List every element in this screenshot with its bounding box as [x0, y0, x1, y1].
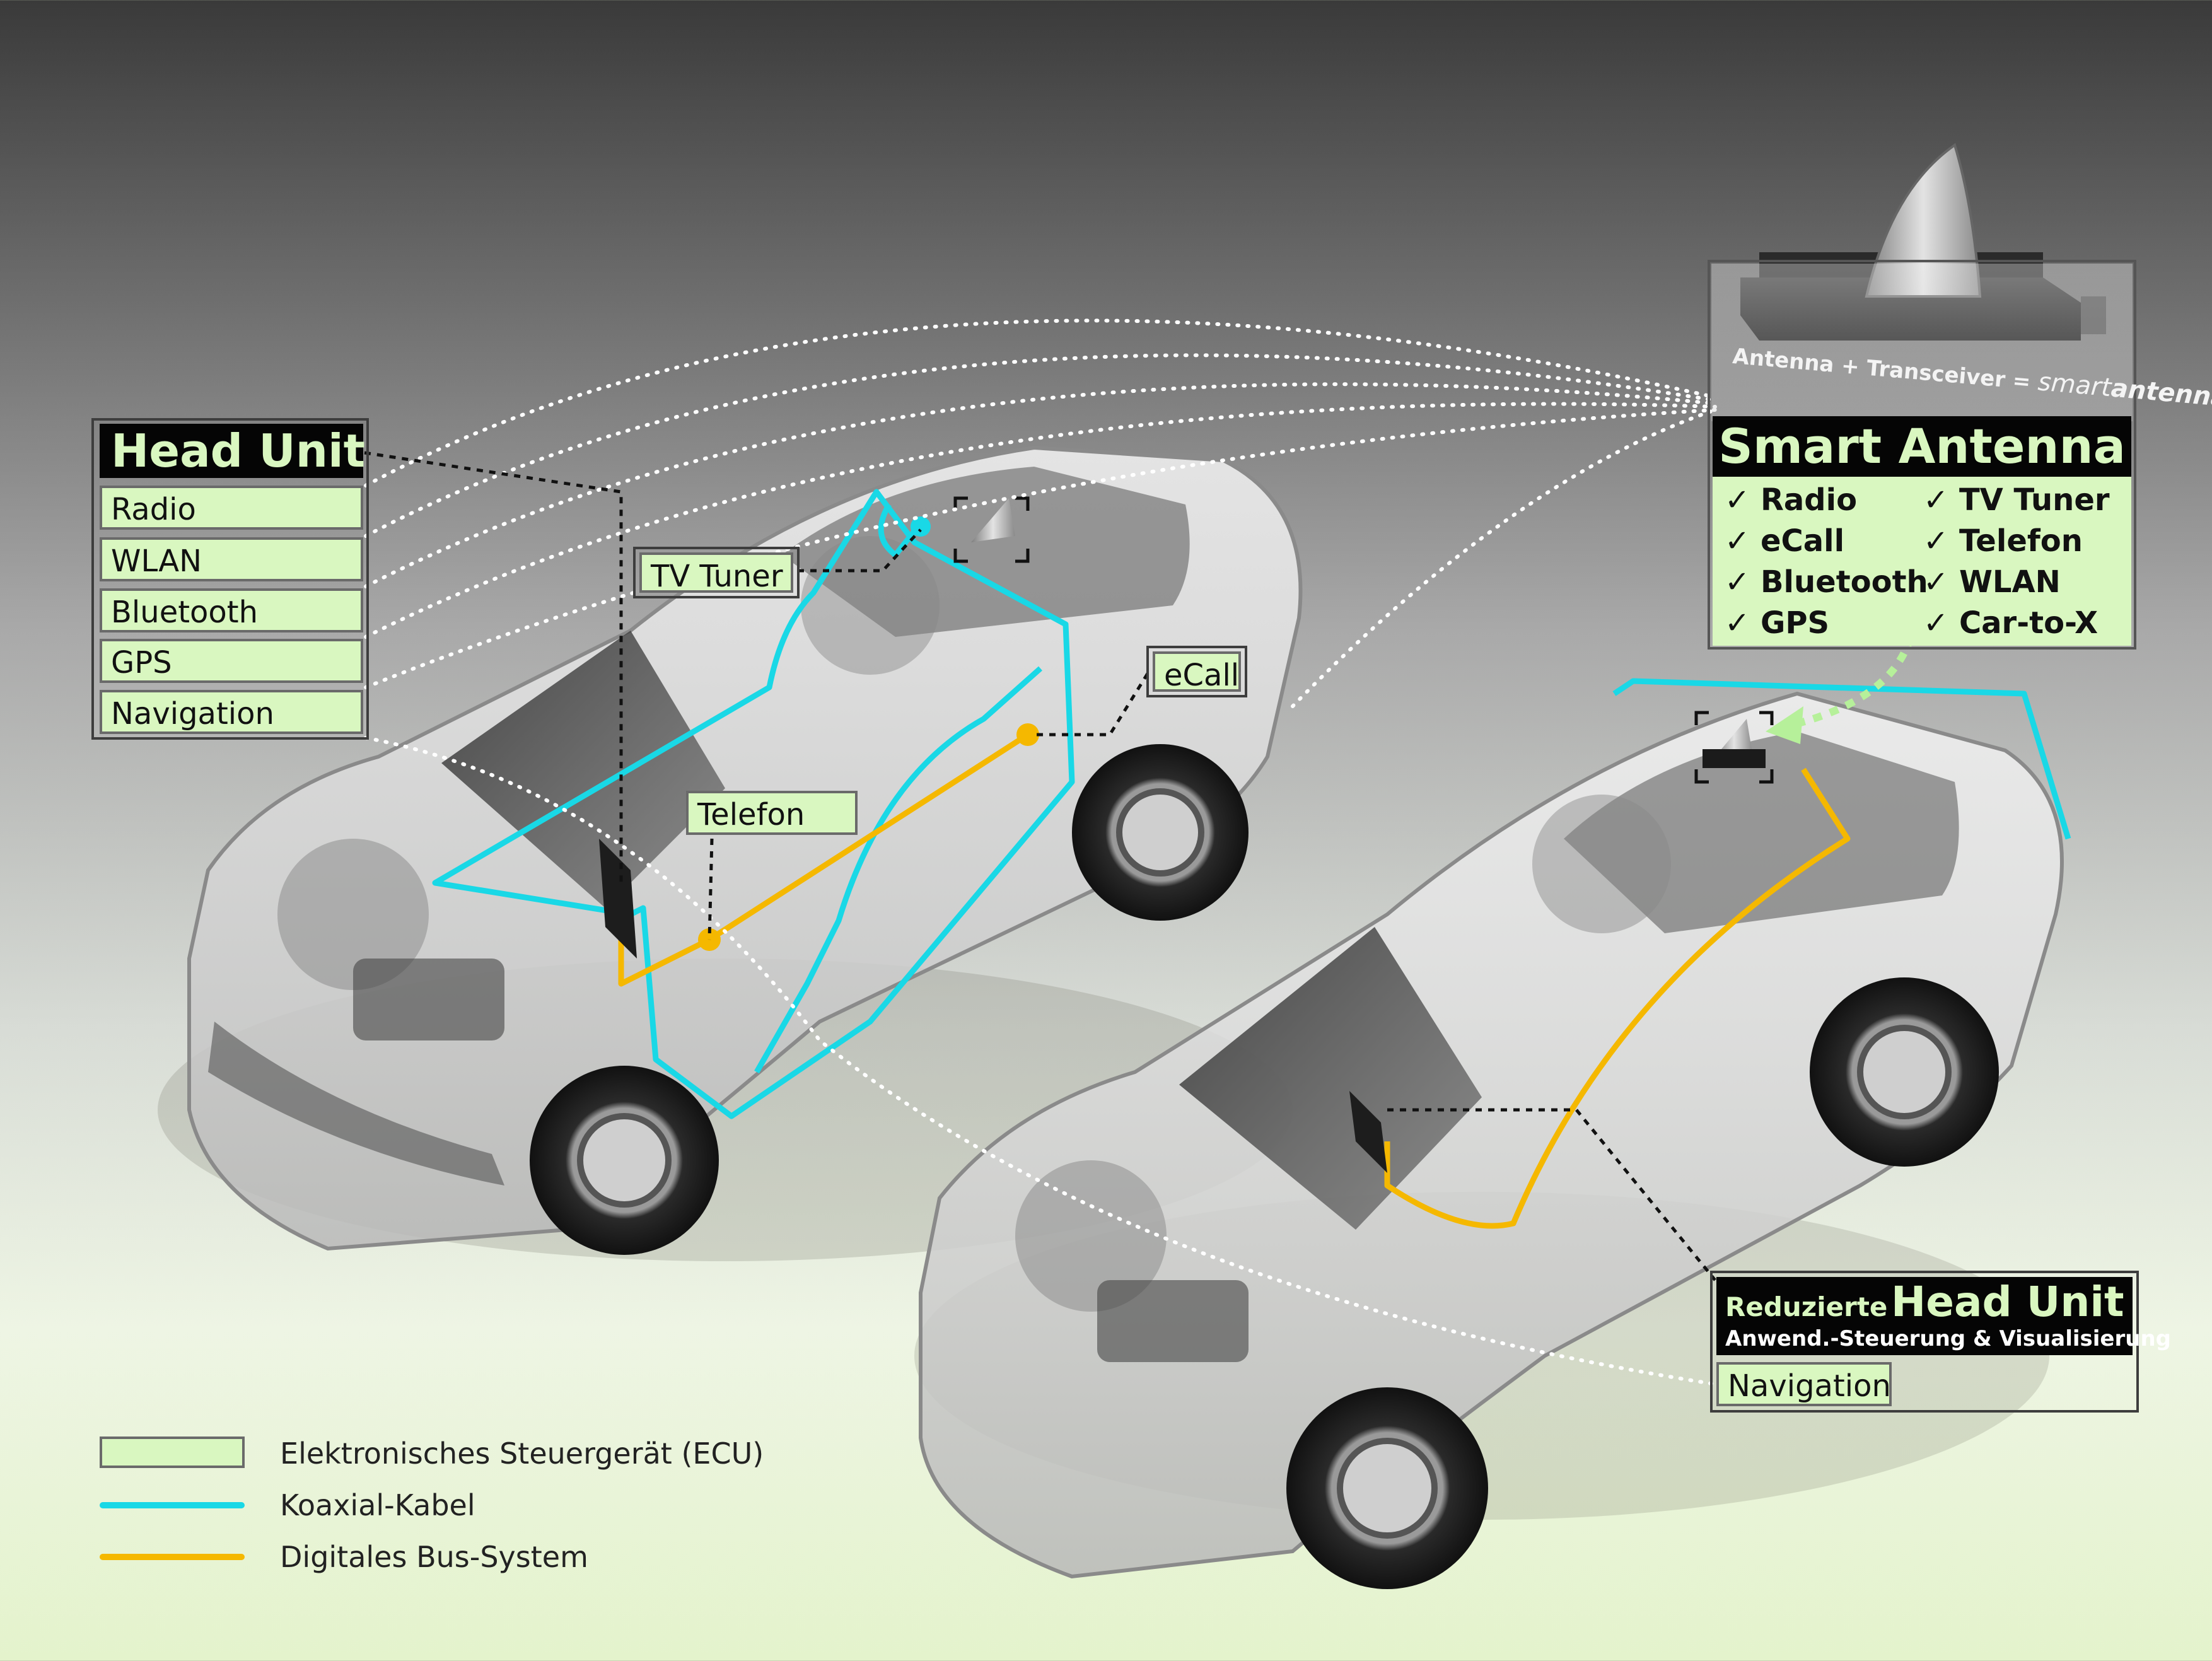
head-unit-item-navigation: Navigation — [100, 690, 363, 734]
check-icon: ✓ — [1923, 605, 1949, 641]
reduced-head-unit-item-navigation: Navigation — [1716, 1362, 1892, 1406]
ecall-label: eCall — [1153, 651, 1241, 692]
coax-cable-routing — [432, 489, 2071, 1119]
sa-feature-radio: ✓ Radio — [1725, 482, 1858, 518]
sa-feature-tv-tuner: ✓ TV Tuner — [1923, 482, 2110, 518]
reduced-head-unit-prefix: Reduzierte — [1725, 1291, 1888, 1322]
sa-feature-car-to-x: ✓ Car-to-X — [1923, 605, 2098, 641]
smart-antenna-features — [1713, 477, 2131, 646]
tv-tuner-label: TV Tuner — [639, 552, 793, 593]
head-unit-item-gps: GPS — [100, 639, 363, 683]
smart-antenna-pointer — [1790, 636, 1914, 729]
check-icon: ✓ — [1725, 523, 1750, 559]
check-icon: ✓ — [1923, 482, 1949, 518]
smart-antenna-picture-panel — [1711, 264, 2133, 421]
telefon-label: Telefon — [686, 791, 858, 835]
legend-coax-label: Koaxial-Kabel — [280, 1488, 475, 1522]
head-unit-frame — [91, 418, 369, 740]
car-left — [187, 445, 1303, 1255]
legend: Elektronisches Steuergerät (ECU) Koaxial… — [95, 1425, 851, 1583]
reduced-head-unit-title: Head Unit — [1890, 1278, 2124, 1326]
reduced-head-unit-header: Reduzierte Head Unit Anwend.-Steuerung &… — [1716, 1277, 2171, 1355]
sa-feature-wlan: ✓ WLAN — [1923, 564, 2061, 600]
reduced-head-unit-frame — [1710, 1271, 2139, 1413]
check-icon: ✓ — [1923, 564, 1949, 600]
check-icon: ✓ — [1725, 605, 1750, 641]
sa-feature-bluetooth: ✓ Bluetooth — [1725, 564, 1928, 600]
legend-bus-swatch — [100, 1554, 245, 1560]
check-icon: ✓ — [1725, 482, 1750, 518]
leader-lines — [364, 451, 1716, 1281]
tv-tuner-frame — [633, 547, 800, 598]
car-right — [919, 691, 2064, 1589]
head-unit-item-radio: Radio — [100, 486, 363, 530]
wireless-link-lines — [364, 318, 1717, 1386]
smart-antenna-module-picture — [1740, 143, 2106, 341]
check-icon: ✓ — [1725, 564, 1750, 600]
smart-antenna-frame — [1708, 260, 2136, 650]
ecall-node — [1016, 723, 1039, 746]
head-unit-screen-left — [599, 839, 637, 959]
head-unit-title: Head Unit — [100, 424, 365, 478]
sa-feature-gps: ✓ GPS — [1725, 605, 1830, 641]
head-unit-item-bluetooth: Bluetooth — [100, 588, 363, 632]
sa-feature-ecall: ✓ eCall — [1725, 523, 1845, 559]
head-unit-screen-right — [1349, 1091, 1387, 1173]
roof-fin-left — [971, 498, 1015, 542]
head-unit-item-wlan: WLAN — [100, 537, 363, 581]
roof-fin-right-marker — [1694, 711, 1774, 784]
roof-fin-left-marker — [953, 496, 1030, 563]
legend-coax-swatch — [100, 1502, 245, 1508]
roof-fin-right — [1715, 719, 1753, 757]
tv-tuner-node — [911, 516, 931, 537]
ecall-frame — [1146, 646, 1247, 697]
legend-ecu-swatch — [100, 1437, 245, 1468]
legend-bus-label: Digitales Bus-System — [280, 1540, 588, 1574]
sa-feature-telefon: ✓ Telefon — [1923, 523, 2083, 559]
smart-antenna-title: Smart Antenna — [1713, 416, 2131, 477]
legend-ecu-label: Elektronisches Steuergerät (ECU) — [280, 1437, 764, 1471]
check-icon: ✓ — [1923, 523, 1949, 559]
reduced-head-unit-subtitle: Anwend.-Steuerung & Visualisierung — [1725, 1326, 2171, 1351]
